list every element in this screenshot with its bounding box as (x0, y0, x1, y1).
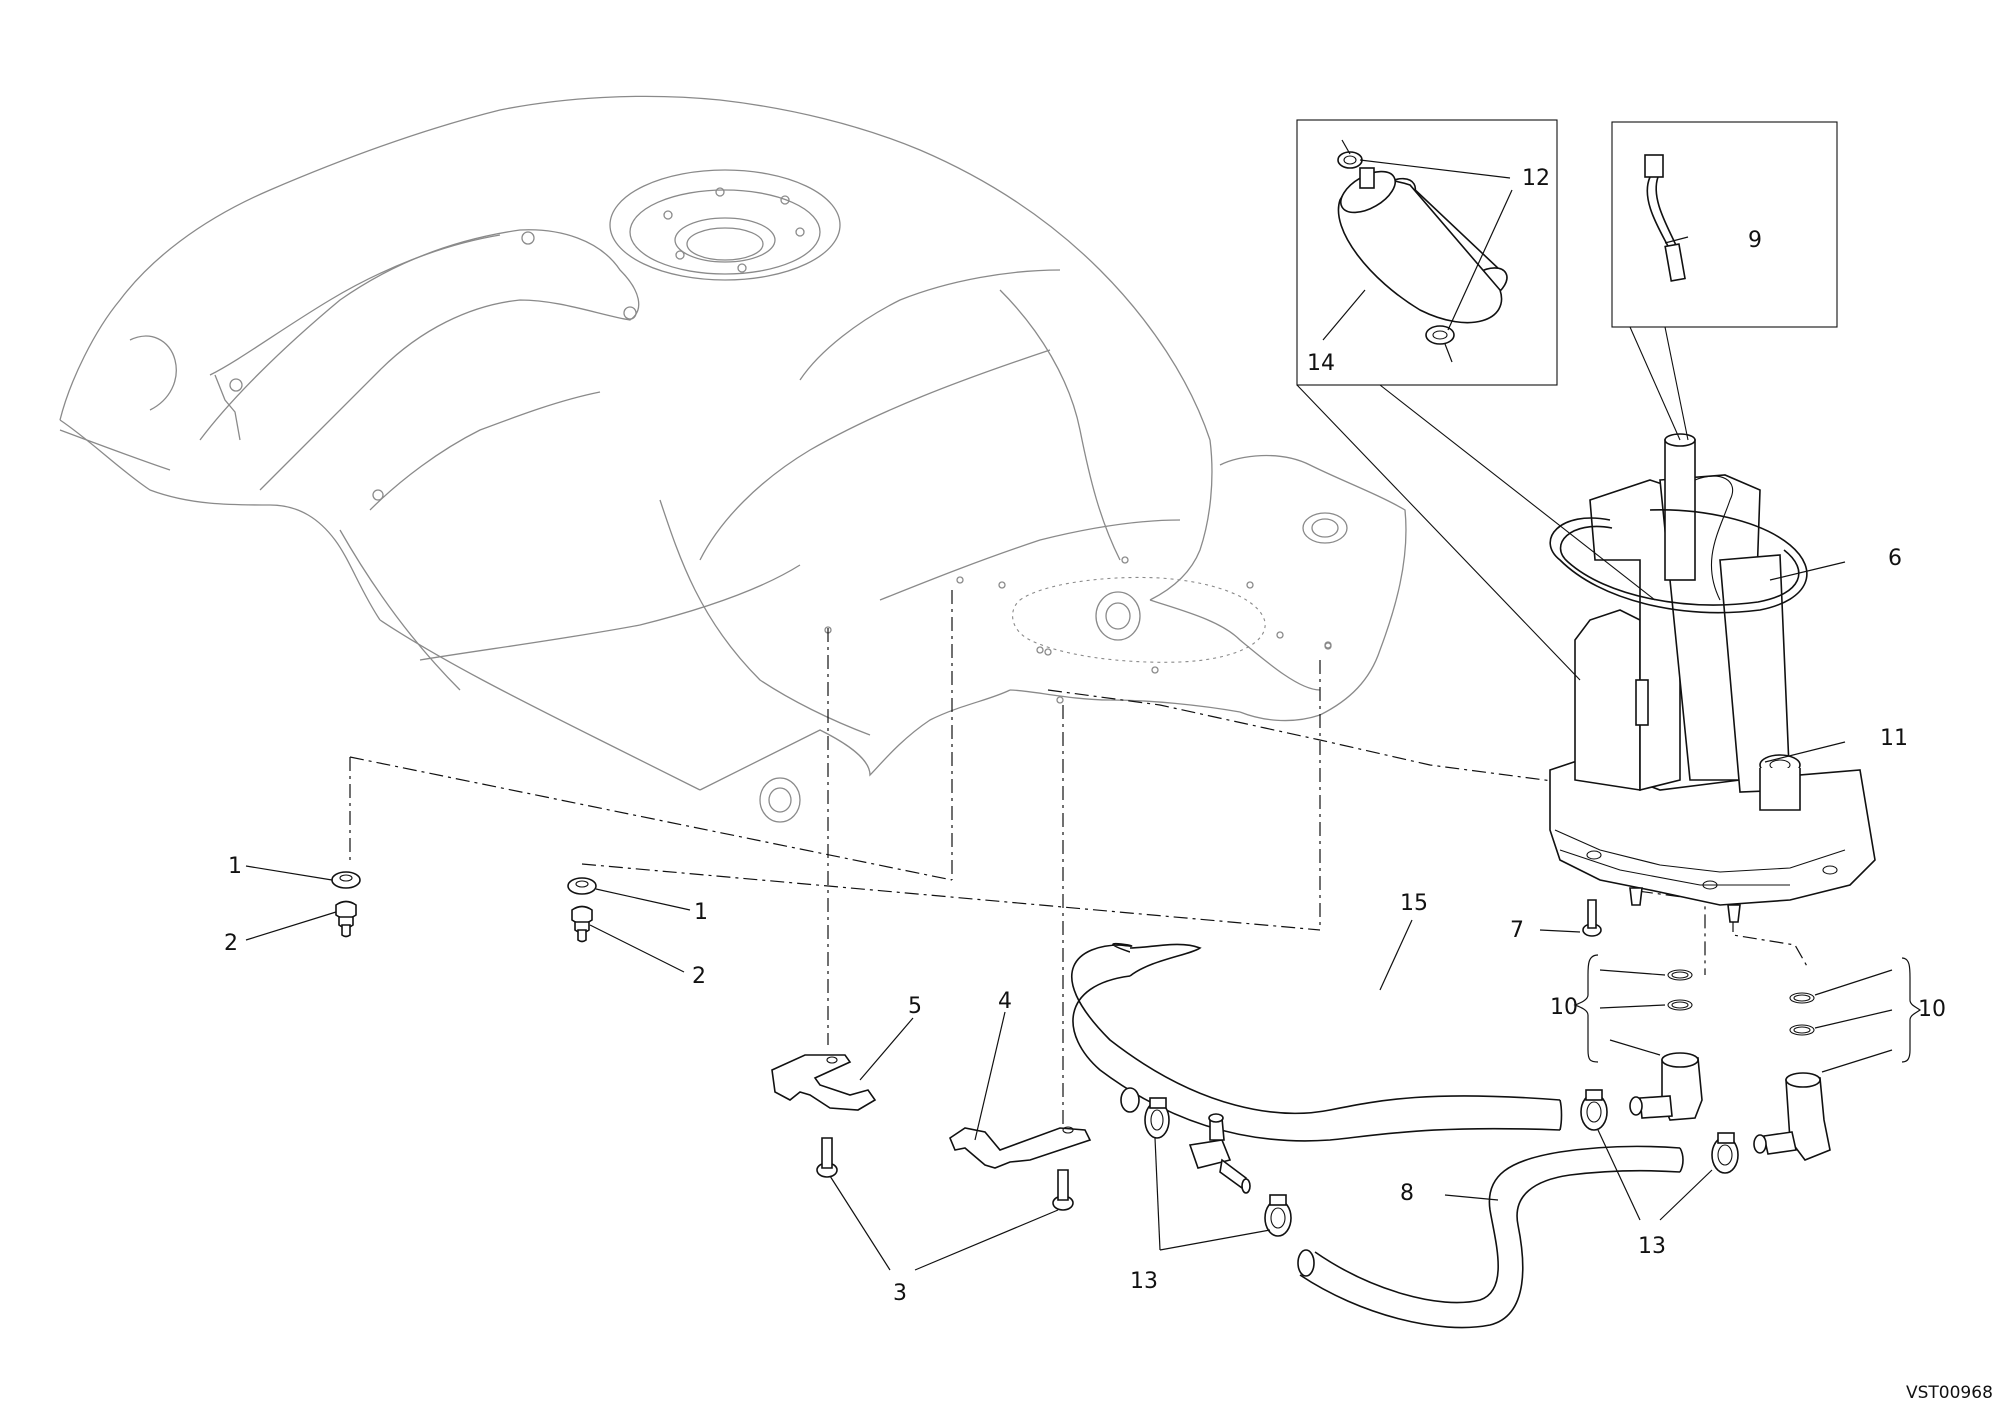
hose-clamp-13-b (1264, 1194, 1292, 1237)
hose-clamp-13-c (1580, 1089, 1608, 1131)
callout-10-right: 10 (1918, 997, 1946, 1022)
elbow-fitting-right (1753, 1072, 1831, 1161)
bracket-5 (771, 1054, 877, 1111)
inset-level-sensor (1611, 121, 1838, 328)
fuel-hose-15 (1071, 942, 1563, 1142)
grommet-1-left (331, 871, 361, 889)
elbow-fitting-left (1629, 1052, 1703, 1121)
callout-7: 7 (1510, 918, 1524, 943)
inset-filter (1296, 119, 1558, 386)
t-fitting (1188, 1113, 1251, 1194)
screw-3-left (816, 1137, 838, 1178)
callout-12: 12 (1522, 166, 1550, 191)
fuel-pump-assembly (1549, 433, 1876, 923)
callout-15: 15 (1400, 891, 1428, 916)
callout-11: 11 (1880, 726, 1908, 751)
callout-8: 8 (1400, 1181, 1414, 1206)
hose-clamp-13-d (1711, 1132, 1739, 1174)
hose-clamp-13-a (1144, 1097, 1170, 1139)
screw-3-right (1052, 1169, 1074, 1211)
callout-3: 3 (893, 1281, 907, 1306)
callout-9: 9 (1748, 228, 1762, 253)
callout-1-left: 1 (228, 854, 242, 879)
o-ring-10-set (1667, 969, 1815, 1036)
callout-1-right: 1 (694, 900, 708, 925)
callout-6: 6 (1888, 546, 1902, 571)
inset-connection-lines (1296, 326, 1689, 681)
callout-10-left: 10 (1550, 995, 1578, 1020)
leader-lines (245, 159, 1922, 1271)
drawing-code: VST00968 (1906, 1383, 1993, 1403)
callout-13-right: 13 (1638, 1234, 1666, 1259)
callout-2-right: 2 (692, 964, 706, 989)
callout-14: 14 (1307, 351, 1335, 376)
bracket-4 (949, 1126, 1092, 1169)
fuel-hose-8 (1297, 1145, 1684, 1329)
fuel-tank (59, 95, 1407, 823)
callout-2-left: 2 (224, 931, 238, 956)
callout-5: 5 (908, 994, 922, 1019)
pin-2-right (571, 905, 593, 943)
screw-7 (1582, 899, 1602, 937)
callout-labels: 1 1 2 2 3 4 5 6 7 8 9 10 10 11 12 13 13 … (224, 166, 1946, 1306)
callout-13-left: 13 (1130, 1269, 1158, 1294)
callout-4: 4 (998, 989, 1012, 1014)
grommet-1-right (567, 877, 597, 895)
pin-2-left (335, 900, 357, 938)
